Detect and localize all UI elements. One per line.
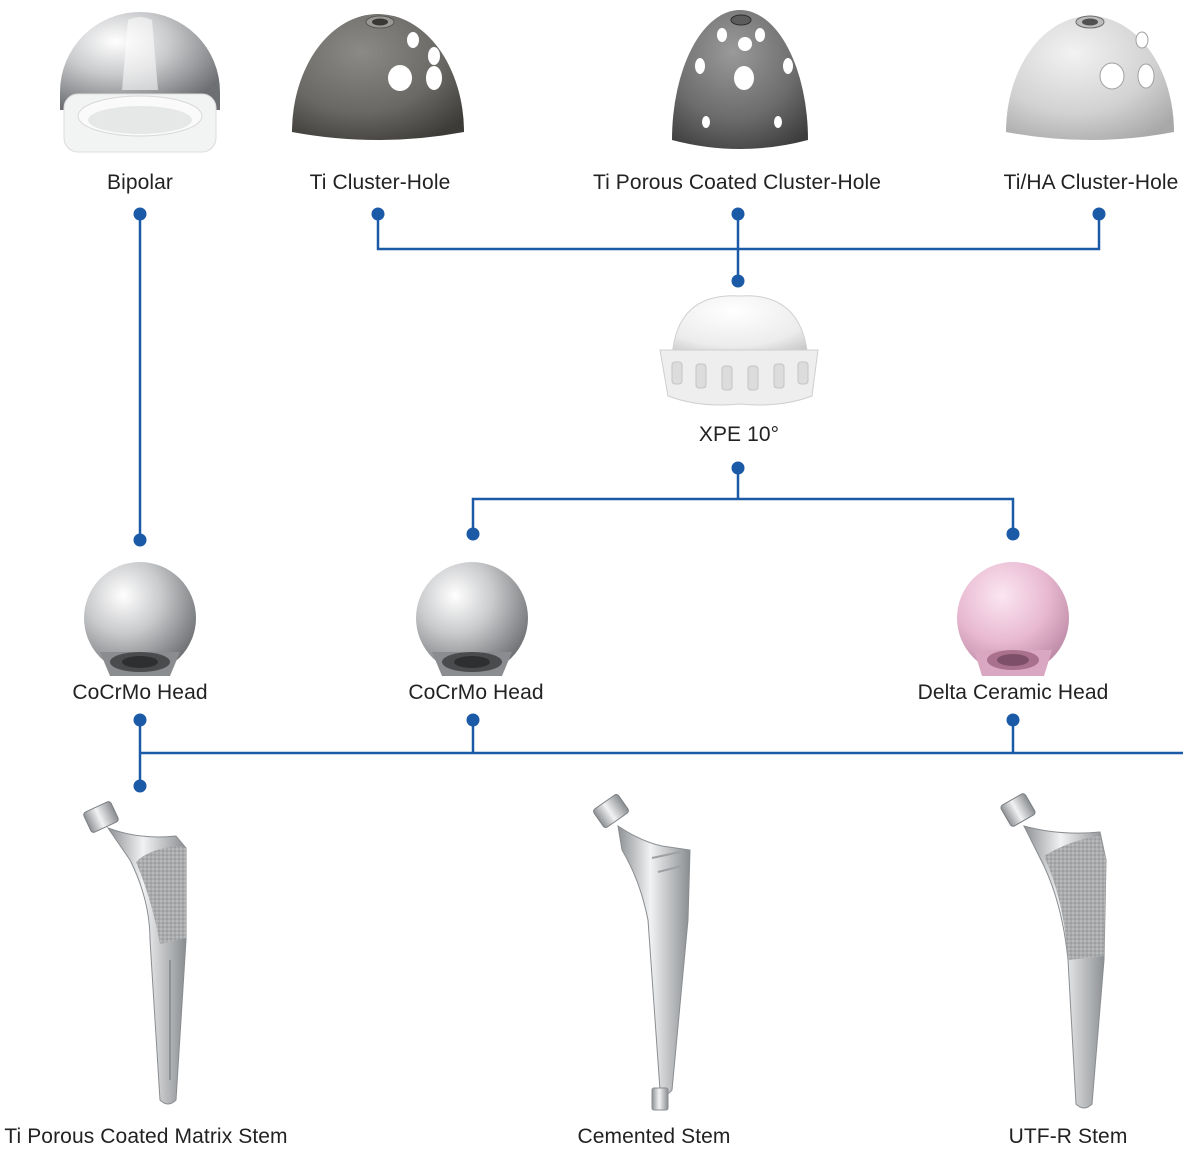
ti-porous-coated-matrix-stem-image [83,801,186,1104]
bipolar-label: Bipolar [107,171,173,195]
xpe-liner-label: XPE 10° [699,423,779,447]
cocrmo-head-1-image [84,562,196,676]
cocrmo-head-2-label: CoCrMo Head [408,681,543,705]
delta-ceramic-head-label: Delta Ceramic Head [918,681,1109,705]
cemented-stem-image [592,793,690,1110]
ti-ha-cluster-hole-shell-image [1006,16,1174,140]
utf-r-stem-label: UTF-R Stem [1009,1125,1128,1149]
ti-ha-cluster-hole-label: Ti/HA Cluster-Hole [1004,171,1179,195]
xpe-liner-image [660,296,818,405]
ti-porous-coated-cluster-hole-shell-image [672,10,808,149]
utf-r-stem-image [1000,793,1106,1108]
delta-ceramic-head-image [957,562,1069,676]
ti-porous-coated-matrix-stem-label: Ti Porous Coated Matrix Stem [4,1125,287,1149]
cocrmo-head-1-label: CoCrMo Head [72,681,207,705]
cocrmo-head-2-image [416,562,528,676]
cemented-stem-label: Cemented Stem [577,1125,730,1149]
ti-cluster-hole-label: Ti Cluster-Hole [310,171,451,195]
ti-porous-coated-cluster-hole-label: Ti Porous Coated Cluster-Hole [593,171,881,195]
ti-cluster-hole-shell-image [292,14,464,140]
bipolar-cup-image [60,12,220,152]
